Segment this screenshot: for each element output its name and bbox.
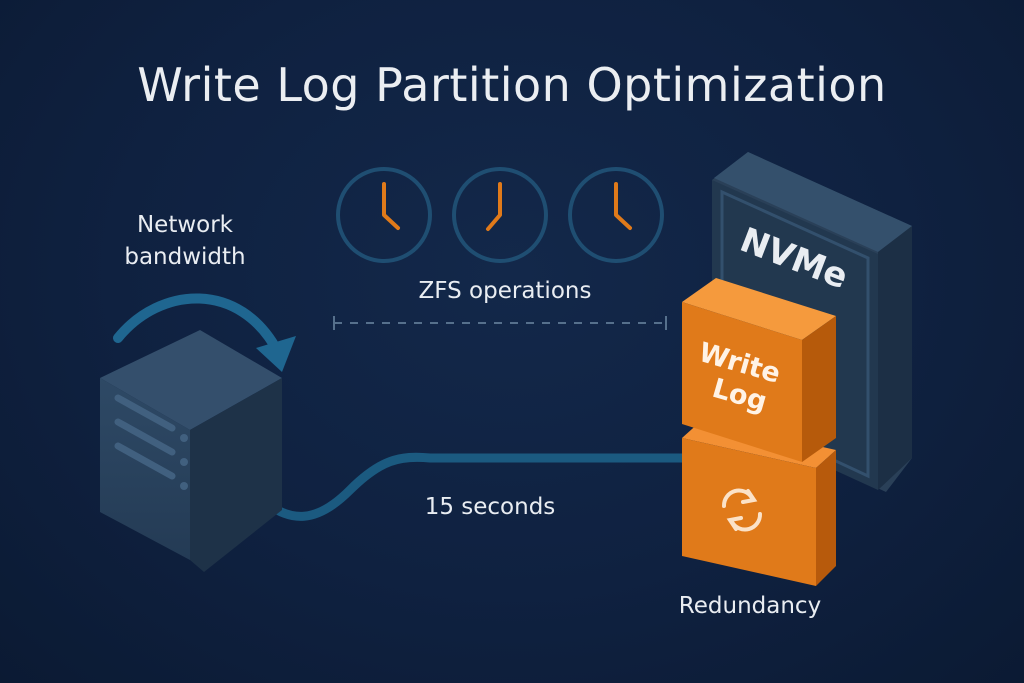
page-title: Write Log Partition Optimization (137, 58, 887, 112)
network-bandwidth-label-line2: bandwidth (124, 244, 246, 270)
zfs-operations-label: ZFS operations (418, 278, 592, 304)
redundancy-label: Redundancy (678, 593, 822, 619)
refresh-icon (721, 488, 763, 532)
data-flow-line (247, 452, 705, 521)
clock-icon (336, 167, 432, 263)
network-bandwidth-label-line1: Network (136, 212, 234, 238)
clock-icon (452, 167, 548, 263)
duration-label: 15 seconds (424, 494, 556, 520)
timeline-dashed-line (333, 316, 667, 330)
clock-icon (568, 167, 664, 263)
server-icon (100, 330, 282, 572)
bandwidth-arrow (113, 293, 296, 372)
write-log-block: Write Log (682, 278, 836, 462)
